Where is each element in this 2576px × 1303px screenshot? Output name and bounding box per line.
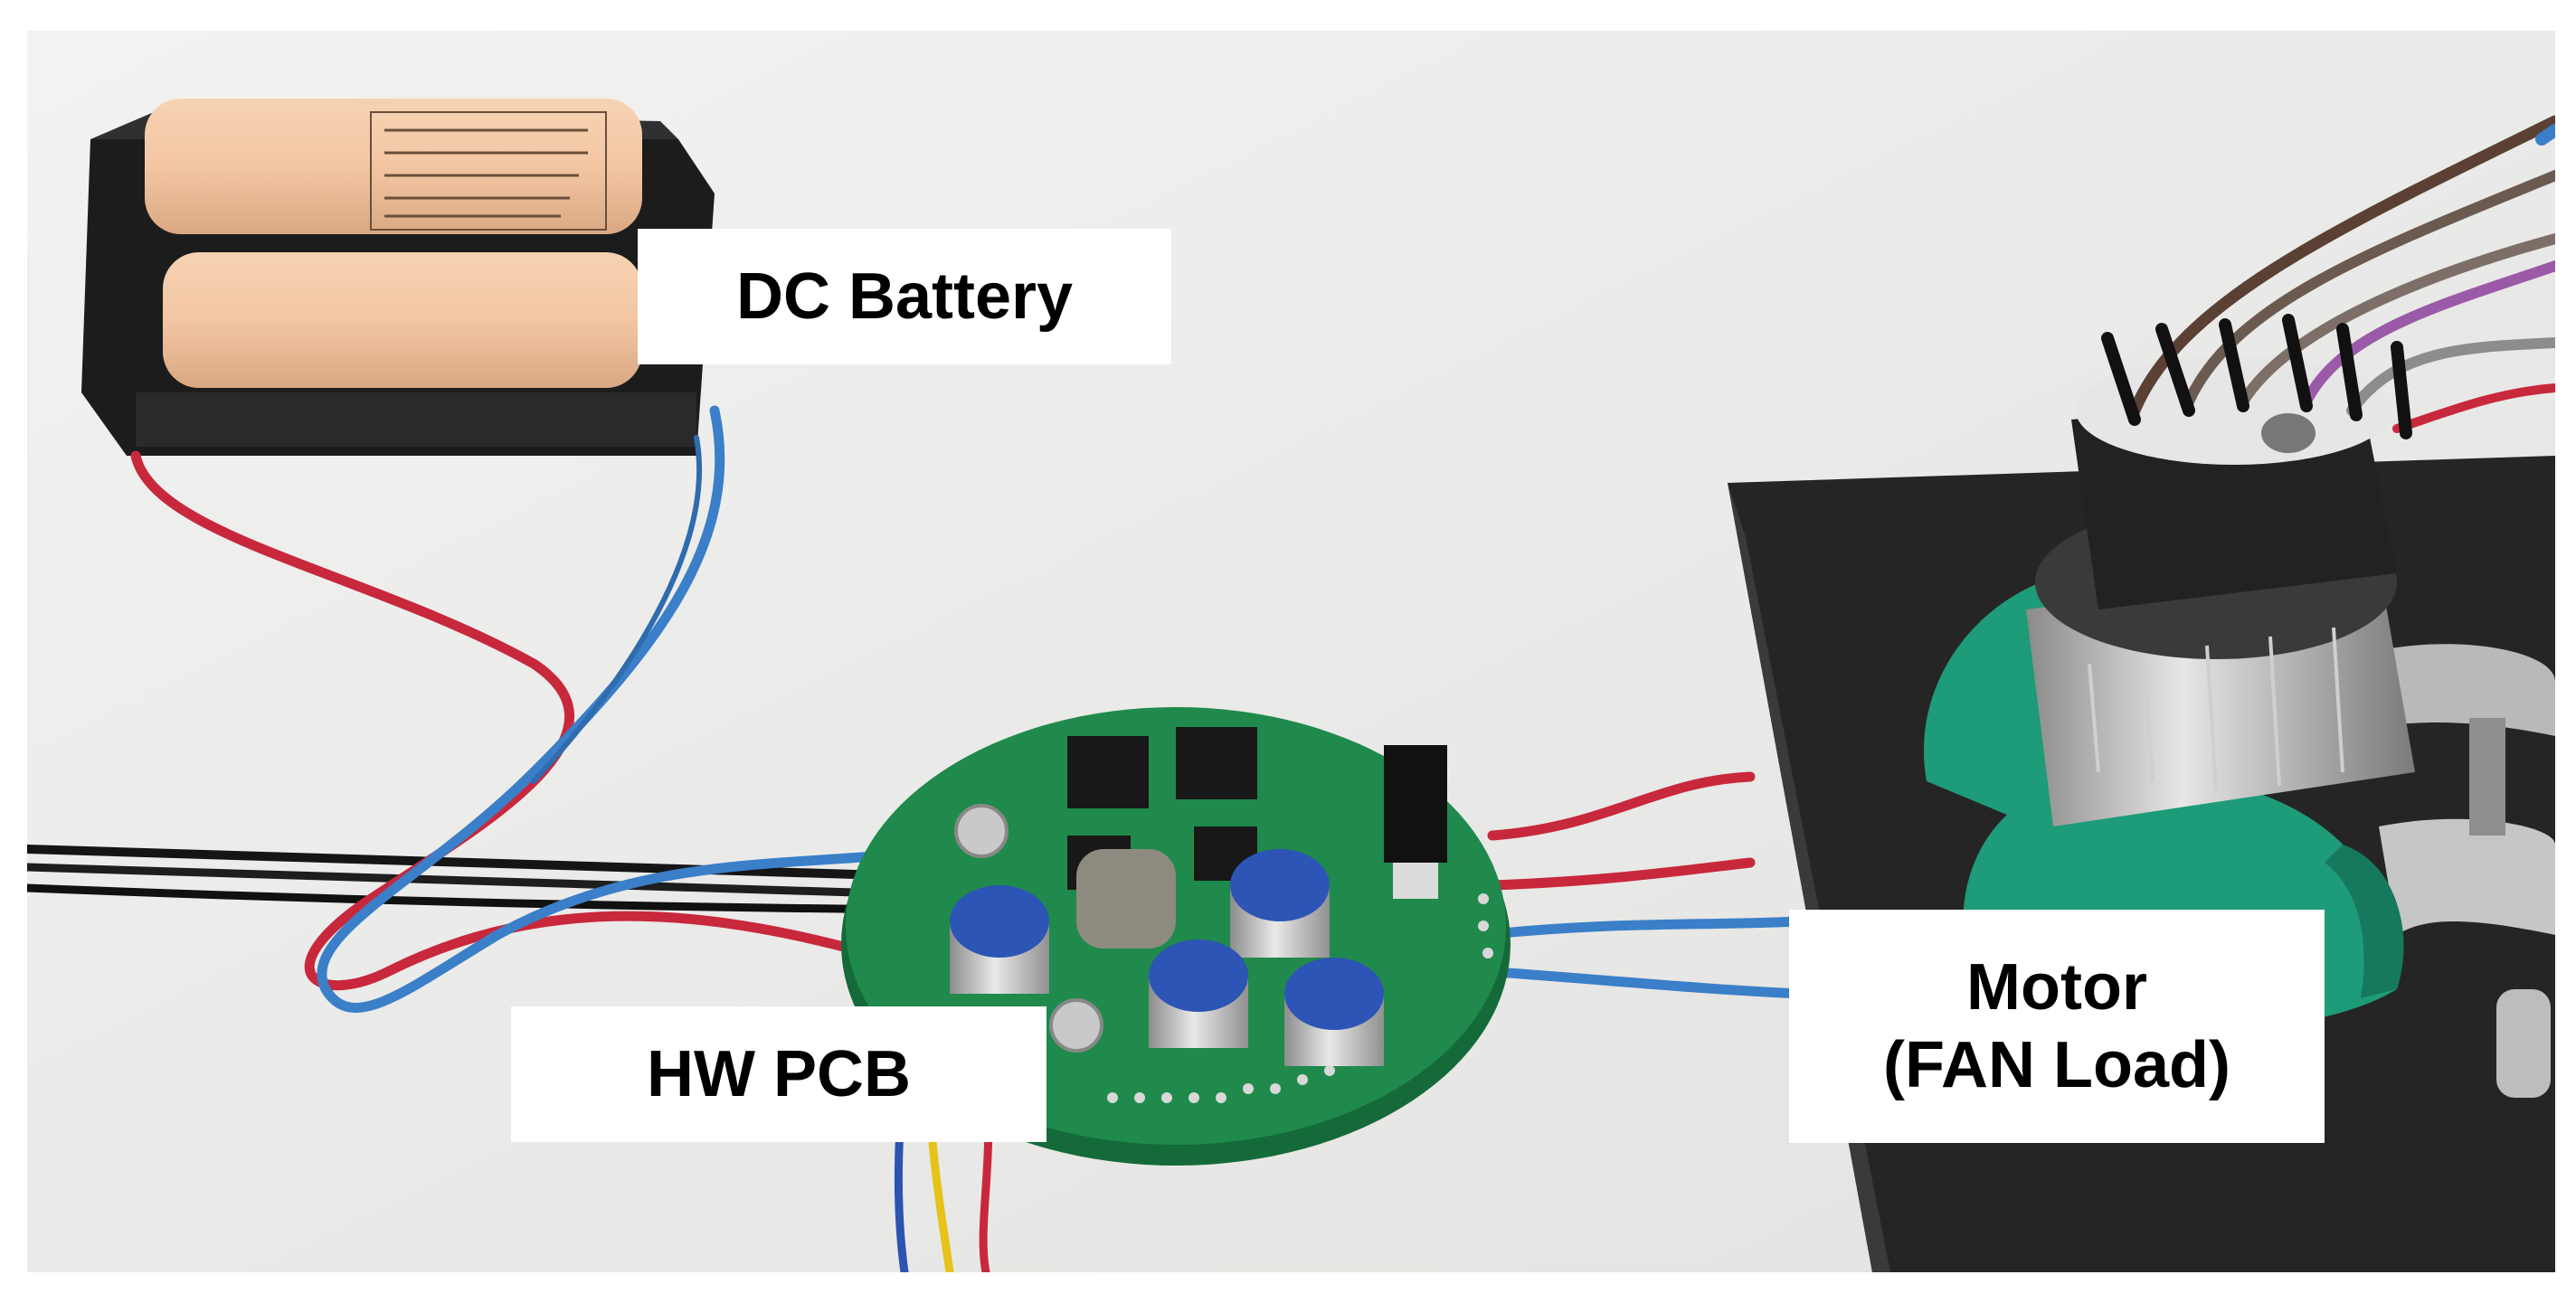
battery-wires: [130, 405, 982, 1013]
label-dc-battery: DC Battery: [638, 229, 1171, 364]
pcb-capacitors: [950, 849, 1384, 1066]
label-motor: Motor (FAN Load): [1789, 910, 2325, 1143]
photo-scene: [27, 31, 2555, 1272]
motor-lead-wires: [2101, 115, 2555, 439]
photo: [27, 31, 2555, 1272]
label-motor-line2: (FAN Load): [1883, 1029, 2230, 1101]
black-wire-bundle: [27, 845, 918, 914]
label-hw-pcb-text: HW PCB: [647, 1038, 911, 1110]
label-hw-pcb: HW PCB: [511, 1006, 1046, 1142]
battery-cells: [145, 99, 642, 388]
label-motor-line1: Motor: [1966, 950, 2147, 1024]
motor-body: [2026, 356, 2415, 826]
motor-wires: [1478, 771, 1805, 999]
label-dc-battery-text: DC Battery: [735, 260, 1074, 333]
